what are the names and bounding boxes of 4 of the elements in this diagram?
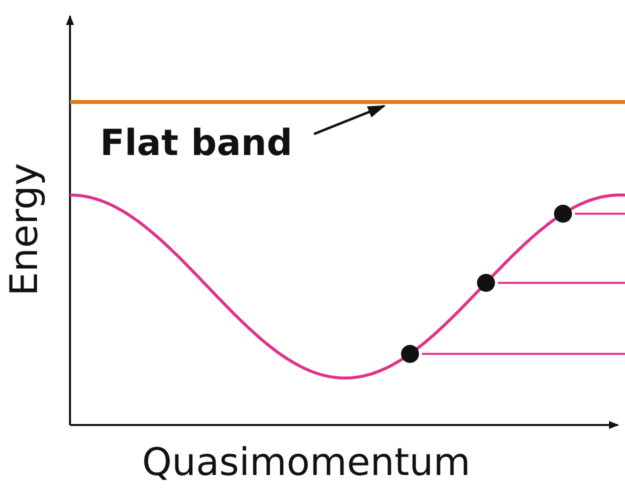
x-axis-label: Quasimomentum	[142, 443, 470, 481]
arrow	[314, 104, 386, 136]
y-axis-label: Energy	[5, 162, 43, 296]
flat-band-label: Flat band	[100, 126, 292, 162]
